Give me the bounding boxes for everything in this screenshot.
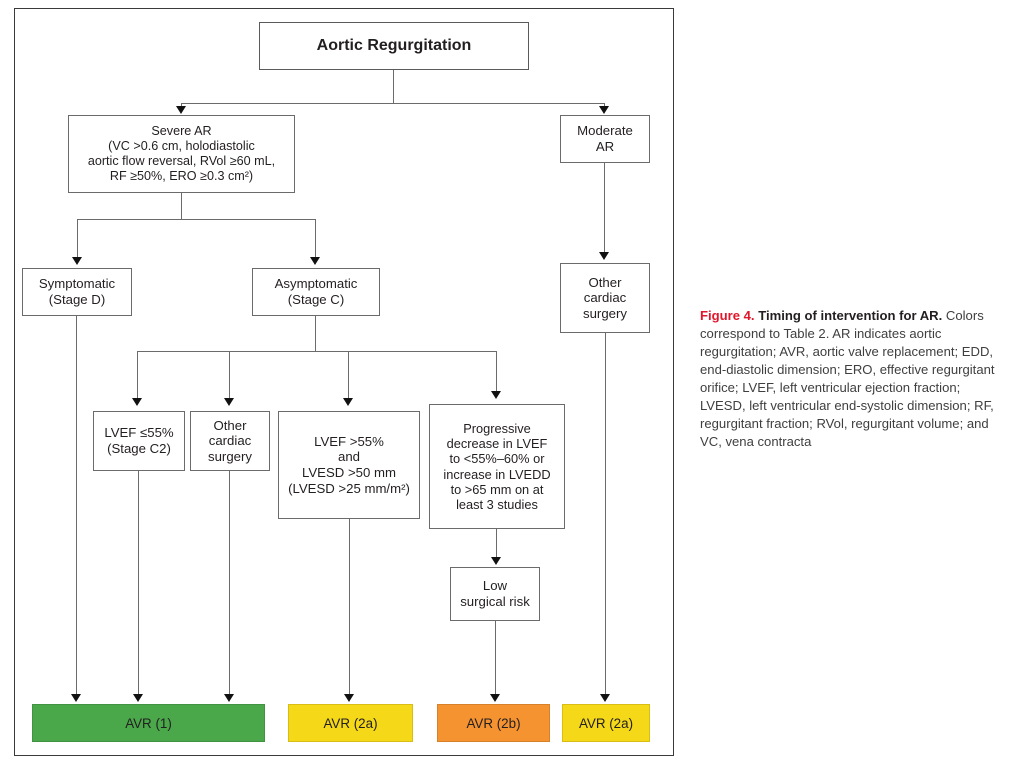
arrow-to-moderate-ar (599, 106, 609, 114)
connector-severe-right-drop (315, 219, 317, 259)
result-label: AVR (2a) (578, 715, 634, 731)
node-severe-ar[interactable]: Severe AR (VC >0.6 cm, holodiastolic aor… (68, 115, 295, 193)
connector-asym-drop-2 (229, 351, 231, 399)
arrow-to-symptomatic (72, 257, 82, 265)
result-avr-2a-right[interactable]: AVR (2a) (562, 704, 650, 742)
connector-asym-drop-3 (348, 351, 350, 399)
node-progressive-decrease-lvef[interactable]: Progressive decrease in LVEF to <55%–60%… (429, 404, 565, 529)
node-lvef-le-55-stage-c2[interactable]: LVEF ≤55% (Stage C2) (93, 411, 185, 471)
result-label: AVR (2a) (323, 715, 378, 731)
node-label: Moderate AR (577, 123, 633, 154)
node-label: Other cardiac surgery (583, 274, 627, 321)
node-label: Symptomatic (Stage D) (38, 276, 116, 307)
connector-root-bus (181, 103, 605, 105)
connector-severe-bus (77, 219, 316, 221)
node-other-cardiac-surgery-right[interactable]: Other cardiac surgery (560, 263, 650, 333)
figure-label: Figure 4. (700, 308, 755, 323)
connector-othercs-mid-to-avr1 (229, 471, 231, 696)
connector-severe-left-drop (77, 219, 79, 259)
connector-moderate-to-othercs (604, 163, 606, 254)
node-label: LVEF >55% and LVESD >50 mm (LVESD >25 mm… (288, 433, 410, 496)
result-avr-2b[interactable]: AVR (2b) (437, 704, 550, 742)
node-label: Severe AR (VC >0.6 cm, holodiastolic aor… (87, 124, 276, 183)
node-label: Asymptomatic (Stage C) (274, 276, 358, 307)
node-label: Other cardiac surgery (208, 417, 252, 464)
result-avr-1[interactable]: AVR (1) (32, 704, 265, 742)
arrow-lvef-le-55-to-avr1 (133, 694, 143, 702)
arrow-othercs-right-to-avr2a (600, 694, 610, 702)
node-label: Aortic Regurgitation (316, 36, 472, 54)
connector-asymptomatic-stem (315, 316, 317, 352)
arrow-to-lvef-gt-55 (343, 398, 353, 406)
connector-asym-drop-1 (137, 351, 139, 399)
node-moderate-ar[interactable]: Moderate AR (560, 115, 650, 163)
node-other-cardiac-surgery-mid[interactable]: Other cardiac surgery (190, 411, 270, 471)
node-asymptomatic-stage-c[interactable]: Asymptomatic (Stage C) (252, 268, 380, 316)
arrow-to-severe-ar (176, 106, 186, 114)
arrow-to-low-surgical-risk (491, 557, 501, 565)
arrow-to-asymptomatic (310, 257, 320, 265)
node-lvef-gt-55-lvesd[interactable]: LVEF >55% and LVESD >50 mm (LVESD >25 mm… (278, 411, 420, 519)
arrow-to-other-cardiac-surgery-mid (224, 398, 234, 406)
node-symptomatic-stage-d[interactable]: Symptomatic (Stage D) (22, 268, 132, 316)
arrow-symptomatic-to-avr1 (71, 694, 81, 702)
arrow-lvef-gt-55-to-avr2a (344, 694, 354, 702)
arrow-lowrisk-to-avr2b (490, 694, 500, 702)
figure-caption-body: Colors correspond to Table 2. AR indicat… (700, 308, 995, 450)
arrow-to-other-cardiac-surgery-right (599, 252, 609, 260)
connector-progressive-to-lowrisk (496, 529, 498, 559)
connector-lowrisk-to-avr2b (495, 621, 497, 696)
result-label: AVR (1) (125, 715, 172, 731)
arrow-othercs-mid-to-avr1 (224, 694, 234, 702)
result-avr-2a-left[interactable]: AVR (2a) (288, 704, 413, 742)
result-label: AVR (2b) (466, 715, 521, 731)
connector-othercs-right-to-avr2a (605, 333, 607, 696)
node-aortic-regurgitation[interactable]: Aortic Regurgitation (259, 22, 529, 70)
figure-caption: Figure 4. Timing of intervention for AR.… (700, 307, 1006, 452)
node-low-surgical-risk[interactable]: Low surgical risk (450, 567, 540, 621)
connector-asymptomatic-bus (137, 351, 497, 353)
arrow-to-progressive-decrease (491, 391, 501, 399)
connector-symptomatic-to-avr1 (76, 316, 78, 696)
node-label: LVEF ≤55% (Stage C2) (104, 425, 174, 456)
connector-lvef-le-55-to-avr1 (138, 471, 140, 696)
connector-lvef-gt-55-to-avr2a (349, 519, 351, 696)
node-label: Progressive decrease in LVEF to <55%–60%… (443, 421, 551, 512)
node-label: Low surgical risk (460, 578, 530, 609)
arrow-to-lvef-le-55 (132, 398, 142, 406)
figure-title: Timing of intervention for AR. (754, 308, 943, 323)
connector-asym-drop-4 (496, 351, 498, 393)
connector-root-stem (393, 70, 395, 104)
connector-severe-stem (181, 193, 183, 220)
